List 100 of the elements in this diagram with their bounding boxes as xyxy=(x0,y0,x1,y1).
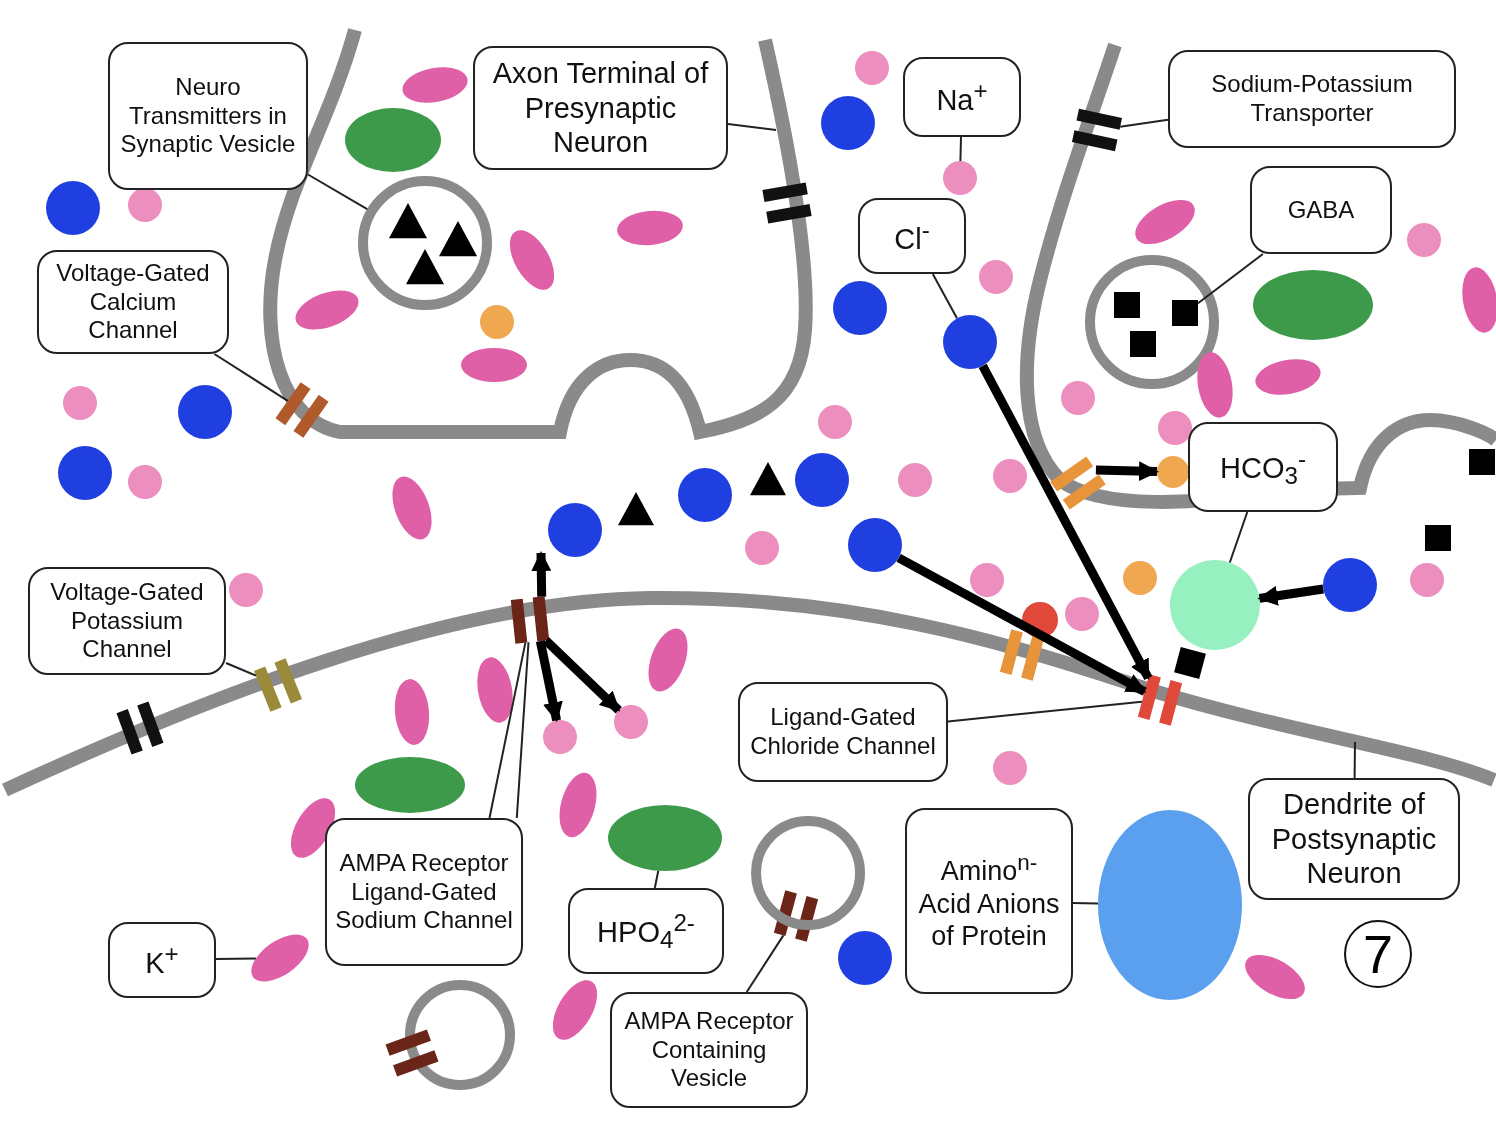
leader-line xyxy=(653,869,660,889)
ion-channel xyxy=(1071,108,1123,152)
organelle-ellipse xyxy=(1253,270,1373,340)
arrow xyxy=(1257,584,1324,606)
square-molecule xyxy=(1425,525,1451,551)
ion-dot xyxy=(1323,558,1377,612)
ion-dot xyxy=(128,188,162,222)
callout-bubble: AMPA Receptor Ligand-Gated Sodium Channel xyxy=(325,818,523,966)
ion-dot xyxy=(1158,411,1192,445)
ion-dot xyxy=(795,453,849,507)
ion-dot xyxy=(838,931,892,985)
ion-ellipse xyxy=(251,934,309,982)
ion-dot xyxy=(943,161,977,195)
ion-dot xyxy=(178,385,232,439)
leader-line xyxy=(213,353,289,402)
ion-ellipse xyxy=(509,230,555,290)
ion-dot xyxy=(848,518,902,572)
vesicle xyxy=(405,980,515,1090)
ion-ellipse xyxy=(295,290,359,330)
ion-ellipse xyxy=(1197,352,1233,418)
ion-ellipse xyxy=(1245,954,1305,1000)
ion-dot xyxy=(63,386,97,420)
arrow xyxy=(1095,461,1159,482)
ion-dot xyxy=(128,465,162,499)
ion-dot xyxy=(1157,456,1189,488)
arrow xyxy=(531,551,552,597)
ion-channel xyxy=(116,701,164,755)
ion-dot xyxy=(821,96,875,150)
square-molecule xyxy=(1174,647,1206,679)
ion-ellipse xyxy=(392,476,432,540)
callout-bubble: Voltage-Gated Calcium Channel xyxy=(37,250,229,354)
ion-channel xyxy=(275,382,329,438)
ion-dot xyxy=(1407,223,1441,257)
callout-bubble: Cl$^{-}$ xyxy=(858,198,966,274)
ion-dot xyxy=(1065,597,1099,631)
callout-bubble: AMPA Receptor Containing Vesicle xyxy=(610,992,808,1108)
organelle-ellipse xyxy=(608,805,722,871)
arrow xyxy=(535,640,563,723)
ion-channel xyxy=(999,629,1045,681)
ion-ellipse xyxy=(1255,359,1321,395)
ion-dot xyxy=(548,503,602,557)
ion-ellipse xyxy=(402,67,468,103)
arrow xyxy=(542,637,622,714)
callout-bubble: Dendrite of Postsynaptic Neuron xyxy=(1248,778,1460,900)
ion-ellipse xyxy=(552,980,598,1040)
ion-channel xyxy=(510,596,550,644)
ion-ellipse xyxy=(617,210,683,246)
leader-line xyxy=(931,273,958,320)
callout-bubble: Na$^{+}$ xyxy=(903,57,1021,137)
callout-bubble: Sodium-Potassium Transporter xyxy=(1168,50,1456,148)
ion-ellipse xyxy=(477,657,513,723)
leader-line xyxy=(947,700,1143,723)
leader-line xyxy=(225,662,257,677)
figure-number: 7 xyxy=(1344,920,1412,988)
callout-bubble: Amino$^{n-}$ Acid Anions of Protein xyxy=(905,808,1073,994)
ion-channel xyxy=(1137,674,1183,726)
leader-line xyxy=(1072,901,1099,905)
callout-bubble: K$^{+}$ xyxy=(108,922,216,998)
leader-line xyxy=(488,641,527,819)
ion-channel xyxy=(762,182,812,224)
vesicle xyxy=(1085,255,1219,389)
ion-dot xyxy=(943,315,997,369)
callout-bubble: Ligand-Gated Chloride Channel xyxy=(738,682,948,782)
ion-dot xyxy=(678,468,732,522)
ion-dot xyxy=(46,181,100,235)
ion-dot xyxy=(1022,602,1058,638)
ion-dot xyxy=(1061,381,1095,415)
callout-bubble: Neuro Transmitters in Synaptic Vesicle xyxy=(108,42,308,190)
organelle-ellipse xyxy=(355,757,465,813)
ion-dot xyxy=(614,705,648,739)
vesicle xyxy=(751,816,865,930)
ion-dot xyxy=(543,720,577,754)
ion-channel xyxy=(1050,456,1106,510)
leader-line xyxy=(727,123,777,131)
ion-channel xyxy=(385,1029,439,1077)
arrow xyxy=(978,363,1153,681)
ion-dot xyxy=(480,305,514,339)
leader-line xyxy=(1197,253,1264,305)
ion-dot xyxy=(970,563,1004,597)
ion-channel xyxy=(254,658,302,712)
ion-dot xyxy=(993,751,1027,785)
ion-dot xyxy=(58,446,112,500)
callout-bubble: Axon Terminal of Presynaptic Neuron xyxy=(473,46,728,170)
ion-ellipse xyxy=(394,679,430,745)
ion-ellipse xyxy=(559,772,597,838)
triangle-molecule xyxy=(618,492,654,526)
ion-dot xyxy=(1123,561,1157,595)
leader-line xyxy=(1353,741,1356,779)
ion-dot xyxy=(745,531,779,565)
ion-ellipse xyxy=(290,798,336,858)
ion-dot xyxy=(833,281,887,335)
leader-line xyxy=(215,957,257,961)
ion-dot xyxy=(1170,560,1260,650)
leader-line xyxy=(1119,118,1169,128)
ion-dot xyxy=(979,260,1013,294)
leader-line xyxy=(307,173,369,211)
leader-line xyxy=(1228,511,1249,564)
synaptic-vesicle xyxy=(358,176,492,310)
ion-channel xyxy=(773,890,819,942)
ion-ellipse xyxy=(648,628,688,692)
